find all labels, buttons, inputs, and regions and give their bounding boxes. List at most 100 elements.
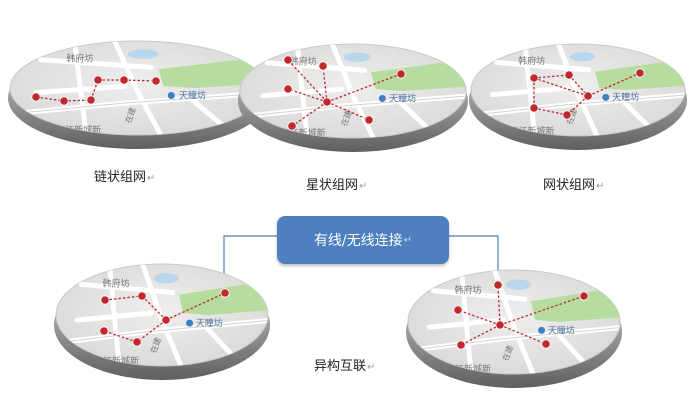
network-nodes: [453, 280, 589, 350]
road: [38, 57, 154, 70]
road-edge: [10, 92, 266, 115]
network-links: [533, 72, 641, 116]
network-link: [499, 324, 547, 345]
network-link: [566, 95, 589, 116]
network-link: [123, 79, 157, 82]
water-area: [505, 279, 531, 290]
network-node: [396, 69, 406, 79]
network-node: [100, 295, 110, 305]
network-node: [99, 326, 109, 336]
road: [327, 44, 379, 138]
network-link: [326, 101, 370, 121]
map-label-street: 韩府坊: [103, 277, 130, 289]
network-node: [119, 75, 129, 85]
road: [71, 41, 90, 135]
network-link: [287, 59, 328, 103]
return-mark-icon: ↵: [403, 234, 413, 246]
network-link: [141, 295, 167, 321]
road: [294, 44, 311, 138]
road: [522, 44, 538, 136]
connection-box: 有线/无线连接↵: [277, 216, 449, 264]
network-node: [318, 61, 328, 71]
network-link: [497, 284, 501, 326]
network-link: [90, 79, 99, 101]
network-node: [564, 70, 574, 80]
road: [109, 41, 167, 135]
network-node: [161, 315, 171, 325]
network-link: [287, 88, 328, 103]
network-link: [136, 319, 167, 343]
map-label-street: 韩府坊: [66, 53, 93, 65]
map-tile-chain: 韩府坊天瞳坊三江新城新在建: [8, 40, 268, 149]
map-label-district: 三江新城新: [94, 355, 139, 367]
road: [458, 270, 475, 374]
road: [106, 264, 123, 366]
road: [494, 59, 592, 73]
road: [554, 44, 602, 136]
network-links: [287, 59, 402, 127]
water-area: [569, 52, 596, 62]
water-area: [343, 52, 372, 62]
network-node: [86, 95, 96, 105]
road-edge: [408, 326, 620, 352]
park-area: [371, 59, 466, 91]
network-node: [453, 305, 463, 315]
map-label-poi: 天瞳坊: [196, 317, 223, 329]
caption-chain-text: 链状组网: [94, 170, 147, 185]
road-edge: [471, 94, 685, 117]
network-nodes: [99, 288, 230, 347]
network-node: [283, 84, 293, 94]
caption-chain: 链状组网↵: [94, 166, 155, 185]
network-link: [587, 72, 641, 97]
network-node: [322, 97, 332, 107]
poi-icon: [602, 93, 610, 101]
map-label-district: 三江新城新: [281, 127, 326, 139]
network-link: [533, 107, 568, 116]
map-label-poi: 天瞳坊: [389, 92, 416, 104]
map-label-street: 韩府坊: [290, 56, 317, 68]
water-area: [127, 49, 159, 59]
poi-icon: [378, 95, 386, 103]
network-links: [103, 292, 226, 343]
network-node: [529, 73, 539, 83]
road-edge: [240, 95, 466, 118]
network-link: [460, 324, 501, 346]
map-tile-hetero-right: 韩府坊天瞳坊三江新城新在建: [406, 269, 622, 388]
map-tile-mesh: 韩府坊天瞳坊三江新城新在建: [469, 43, 687, 150]
network-link: [35, 96, 65, 102]
road: [264, 60, 367, 73]
network-node: [220, 288, 230, 298]
network-node: [456, 340, 466, 350]
map-tile-star: 韩府坊天瞳坊三江新城新在建: [238, 43, 468, 152]
network-link: [457, 309, 501, 326]
network-node: [59, 96, 69, 106]
return-mark-icon: ↵: [359, 181, 368, 192]
network-link: [104, 295, 143, 301]
map-label-poi: 天瞳坊: [612, 91, 639, 103]
map-label-district: 三江新城新: [56, 124, 101, 136]
network-link: [499, 295, 585, 326]
connection-box-label: 有线/无线连接: [313, 233, 403, 249]
park-area: [530, 286, 620, 322]
network-node: [364, 115, 374, 125]
caption-hetero-text: 异构互联: [314, 359, 367, 374]
network-node: [151, 76, 161, 86]
road: [78, 281, 176, 296]
water-area: [153, 273, 179, 284]
caption-mesh-text: 网状组网: [543, 178, 596, 193]
return-mark-icon: ↵: [596, 181, 605, 192]
network-node: [31, 92, 41, 102]
network-node: [493, 280, 503, 290]
network-node: [562, 110, 572, 120]
network-node: [635, 68, 645, 78]
network-links: [457, 284, 585, 346]
map-tile-hetero-left: 韩府坊天瞳坊三江新城新在建: [54, 263, 270, 380]
park-area: [178, 280, 268, 315]
poi-icon: [186, 319, 194, 327]
network-nodes: [31, 75, 161, 106]
network-link: [322, 65, 328, 103]
connector-right: [449, 235, 499, 284]
network-node: [583, 91, 593, 101]
network-node: [132, 337, 142, 347]
network-link: [103, 330, 138, 343]
